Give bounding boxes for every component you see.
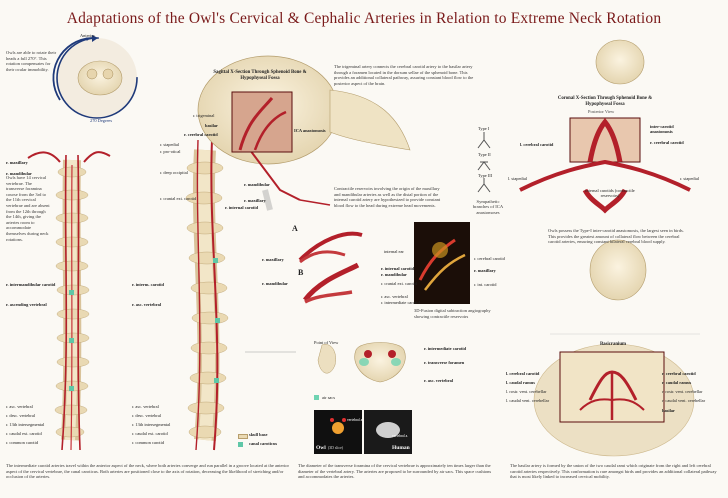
rotation-inset [52, 35, 138, 119]
left-asc-vertebral-label: r. asc. vertebral [6, 404, 33, 409]
mid-interm-carotid-label: r. interm. carotid [132, 282, 164, 287]
rotation-note: Owls are able to rotate their heads a fu… [6, 50, 57, 72]
left-int-carotid-label: r. intermandibular carotid [6, 282, 56, 287]
coronal-r-stapedial-label: r. stapedial [680, 176, 700, 181]
figure-a-label: A [292, 224, 298, 233]
coronal-skull [595, 39, 645, 85]
point-of-view-label: Point of View [314, 340, 339, 345]
type1-text: Owls possess the Type-I inter-carotid an… [548, 228, 684, 245]
angio-cerebral-label: r. cerebral carotid [474, 256, 505, 261]
angio-internal-ear-label: internal ear [384, 249, 404, 254]
angio-maxillary-label: r. maxillary [474, 268, 496, 273]
left-desc-vertebral-label: r. desc. vertebral [6, 413, 36, 418]
basis-r-cerebral-label: r. cerebral carotid [662, 371, 696, 376]
sagittal-cerebral-label: r. cerebral carotid [184, 132, 218, 137]
sagittal-heading: Sagittal X-Section Through Sphenoid Bone… [213, 70, 307, 81]
type-3-label: Type III [478, 173, 493, 178]
owl-ct-sublabel: (3D slice) [328, 446, 344, 450]
basis-r-rostral-label: r. rostr. vent. cerebellar [662, 389, 703, 394]
canal-caroticus-legend: canal caroticus [249, 441, 278, 446]
owl-vert-label: vertebral a. [347, 418, 364, 422]
mid-13th-label: r. 13th intersegmental [132, 422, 171, 427]
contractile-text: Contractile reservoirs involving the ori… [334, 186, 441, 208]
mid-asc-vertebral2-label: r. asc. vertebral [132, 404, 159, 409]
inter-carotid-label: inter-carotid anastomosis [650, 124, 674, 134]
human-ct-label: Human [392, 445, 410, 451]
vert-intermediate-label: r. intermediate carotid [424, 346, 467, 351]
mid-pro-otic-label: r. pro-otical [160, 149, 181, 154]
anastomosis-type-diagrams [477, 132, 491, 193]
mid-caudal-ext-label: r. caudal ext. carotid [132, 431, 168, 436]
vertebrae-note: Owls have 14 cervical vertebrae. The tra… [6, 175, 50, 242]
skull-base-swatch [238, 434, 248, 439]
mid-internal-carotid-label: r. internal carotid [225, 205, 259, 210]
human-vert-label: vertebral a. [392, 434, 409, 438]
foramen-text: The diameter of the transverse foramina … [298, 463, 492, 480]
basis-l-cerebral-label: l. cerebral carotid [506, 371, 540, 376]
angio-int-carotid-label: r. int. carotid [474, 282, 497, 287]
mid-stapedial-label: r. stapedial [160, 142, 180, 147]
vert-transverse-label: r. transverse foramen [424, 360, 465, 365]
left-ascending-vertebral-label: r. ascending vertebral [6, 302, 47, 307]
coronal-r-cerebral-label: r. cerebral carotid [650, 140, 684, 145]
vertebra-illustration [317, 342, 406, 383]
coronal-l-stapedial-label: l. stapedial [508, 176, 528, 181]
skull-base-legend: skull base [249, 432, 268, 437]
trigeminal-text: The trigeminal artery connects the cereb… [334, 64, 474, 86]
sagittal-trigeminal-label: r. trigeminal [193, 113, 215, 118]
sagittal-ica-label: ICA anastomosis [294, 128, 326, 133]
middle-spine-illustration [185, 55, 411, 451]
rotation-degrees-label: 270 Degrees [90, 118, 113, 123]
mid-maxillary-label: r. maxillary [244, 198, 266, 203]
basilar-text: The basilar artery is formed by the unio… [510, 463, 717, 480]
mid-asc-vertebral-label: r. asc. vertebral [132, 302, 162, 307]
page-title: Adaptations of the Owl's Cervical & Ceph… [66, 10, 662, 27]
mid-cranial-ext-label: r. cranial ext. carotid [160, 196, 197, 201]
basis-r-caudal-label: r. caudal ramus [662, 380, 692, 385]
angio-asc-vertebral-label: r. asc. vertebral [381, 294, 408, 299]
angio-internal-carotid-label: r. internal carotid [381, 266, 415, 271]
mid-common-carotid-label: r. common carotid [132, 440, 165, 445]
internal-carotids-label: internal carotids (contractile reservoir… [585, 188, 635, 198]
figure-b-label: B [298, 268, 304, 277]
air-sac-swatch [314, 395, 319, 400]
left-common-carotid-label: r. common carotid [6, 440, 39, 445]
canal-swatch [238, 442, 243, 447]
left-13th-label: r. 13th intersegmental [6, 422, 45, 427]
basis-r-caudal-vent-label: r. caudal vent. cerebellar [662, 398, 706, 403]
left-spine-illustration [27, 151, 111, 451]
sagittal-basilar-label: basilar [205, 123, 218, 128]
ab-maxillary-label: r. maxillary [262, 257, 284, 262]
types-note: Sympathetic branches of ICA anastomoses [472, 199, 504, 215]
angio-mandibular-label: r. mandibular [381, 272, 407, 277]
basis-l-caudal-vent-label: l. caudal vent. cerebellar [506, 398, 550, 403]
air-sacs-label: air sacs [322, 395, 336, 400]
basicranium-heading: Basicranium [599, 342, 627, 347]
coronal-l-cerebral-label: l. cerebral carotid [520, 142, 554, 147]
left-maxillary-label: r. maxillary [6, 160, 28, 165]
angio-intermediate-label: r. intermediate carotid [381, 300, 420, 305]
mid-mandibular-label: r. mandibular [244, 182, 270, 187]
intermediate-caption: The intermediate carotid arteries travel… [6, 463, 290, 480]
vert-asc-vertebral-label: r. asc. vertebral [424, 378, 454, 383]
basis-l-rostral-label: l. rostr. vent. cerebellar [506, 389, 547, 394]
coronal-subheading: Posterior View [588, 109, 615, 114]
mid-desc-vertebral-label: r. desc. vertebral [132, 413, 162, 418]
angio-cranial-ext-label: r. cranial ext. carotid [381, 281, 418, 286]
type-2-label: Type II [478, 152, 491, 157]
ab-mandibular-label: r. mandibular [262, 281, 288, 286]
left-mandibular-label: r. mandibular [6, 171, 32, 176]
left-caudal-ext-label: r. caudal ext. carotid [6, 431, 42, 436]
coronal-heading: Coronal X-Section Through Sphenoid Bone … [557, 96, 653, 107]
mid-deep-occipital-label: r. deep occipital [160, 170, 188, 175]
owl-ct-label: Owl [316, 445, 326, 451]
basis-basilar-label: basilar [662, 408, 675, 413]
angio-caption: 3D-Fusion digital subtraction angiograph… [414, 308, 491, 319]
anterior-label: Anterior [80, 33, 95, 38]
type-1-label: Type I [478, 126, 490, 131]
angiogram-image [414, 222, 470, 304]
basis-l-caudal-label: l. caudal ramus [506, 380, 535, 385]
